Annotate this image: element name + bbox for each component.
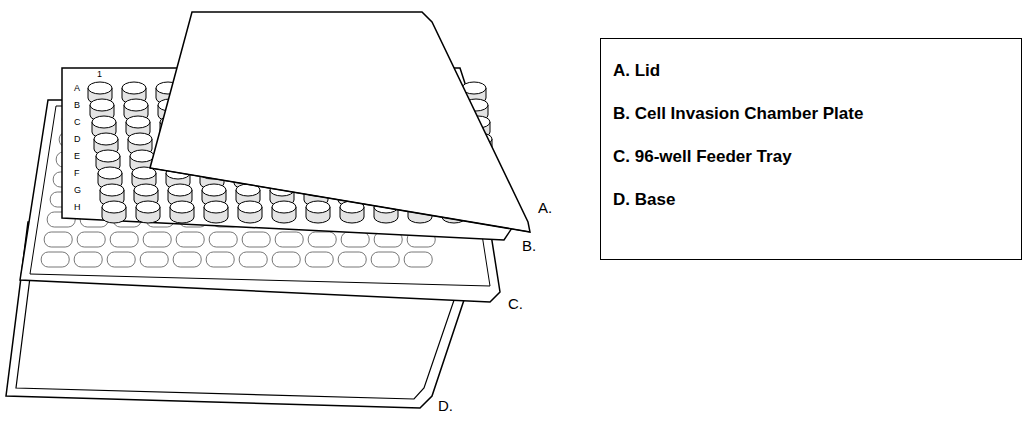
tray-cell (77, 232, 105, 247)
well-cylinder (340, 201, 364, 223)
tray-cell (74, 252, 102, 267)
tray-cell (305, 252, 333, 267)
tray-cell (338, 252, 366, 267)
tray-cell (209, 232, 237, 247)
well-cylinder (204, 201, 228, 223)
key-entry: B. Cell Invasion Chamber Plate (613, 104, 1007, 123)
tray-cell (341, 232, 369, 247)
well-cylinder (136, 201, 160, 223)
well-cylinder (102, 201, 126, 223)
key-entry: C. 96-well Feeder Tray (613, 147, 1007, 166)
tray-cell (308, 232, 336, 247)
well-index: F (74, 169, 80, 178)
well-cylinder (238, 201, 262, 223)
tray-cell (143, 232, 171, 247)
tray-cell (176, 232, 204, 247)
well-cylinder (272, 201, 296, 223)
part-letter: D. (438, 398, 453, 413)
well-cylinder (170, 201, 194, 223)
well-index: D (74, 135, 81, 144)
key-box: A. Lid B. Cell Invasion Chamber Plate C. 9… (600, 38, 1022, 260)
tray-cell (41, 252, 69, 267)
tray-cell (242, 232, 270, 247)
tray-cell (404, 252, 432, 267)
well-index: 1 (97, 70, 102, 79)
key-entry: D. Base (613, 190, 1007, 209)
tray-cell (371, 252, 399, 267)
tray-cell (140, 252, 168, 267)
tray-cell (239, 252, 267, 267)
tray-cell (173, 252, 201, 267)
lid-outline (150, 12, 530, 232)
well-cylinder (306, 201, 330, 223)
key-entry: A. Lid (613, 61, 1007, 80)
well-index: H (74, 203, 81, 212)
well-index: G (74, 186, 81, 195)
tray-cell (44, 232, 72, 247)
well-index: B (74, 101, 80, 110)
tray-cell (206, 252, 234, 267)
tray-cell (107, 252, 135, 267)
well-index: E (74, 152, 80, 161)
part-letter: C. (508, 296, 523, 311)
part-letter: B. (522, 238, 536, 253)
part-letter: A. (538, 200, 552, 215)
tray-cell (110, 232, 138, 247)
tray-cell (275, 232, 303, 247)
well-index: C (74, 118, 81, 127)
tray-cell (272, 252, 300, 267)
well-index: A (74, 84, 80, 93)
